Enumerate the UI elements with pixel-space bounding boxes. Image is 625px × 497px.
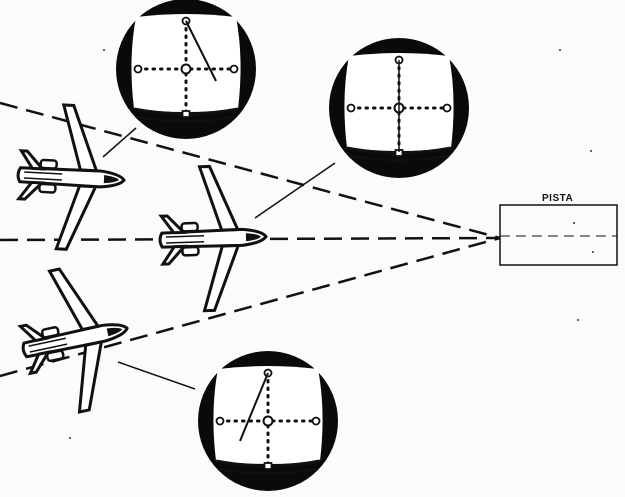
instrument-upper-left (114, 0, 258, 141)
airplane-on-course (156, 163, 270, 314)
course-indicator-icon (114, 0, 258, 141)
airplane-icon (6, 256, 144, 423)
airplane-left-of-course (12, 101, 130, 254)
print-specks (69, 49, 594, 439)
leader-line-upper-left (102, 127, 137, 158)
leader-line-upper-right (254, 162, 336, 219)
runway-label: PISTA (542, 193, 573, 204)
lower-course-boundary (0, 236, 501, 378)
needle-right-of-course (185, 20, 217, 82)
leader-line-lower (117, 361, 196, 390)
upper-course-boundary (0, 101, 501, 240)
course-indicator-icon (196, 349, 340, 493)
runway: PISTA (499, 193, 618, 266)
airplane-icon (156, 163, 270, 314)
airplane-right-of-course (6, 256, 144, 423)
needle-left-of-course (239, 372, 269, 442)
instrument-upper-right (327, 36, 471, 180)
instrument-lower (196, 349, 340, 493)
runway-outline (499, 204, 618, 266)
leader-lines (102, 127, 336, 390)
airplane-icon (12, 101, 130, 254)
